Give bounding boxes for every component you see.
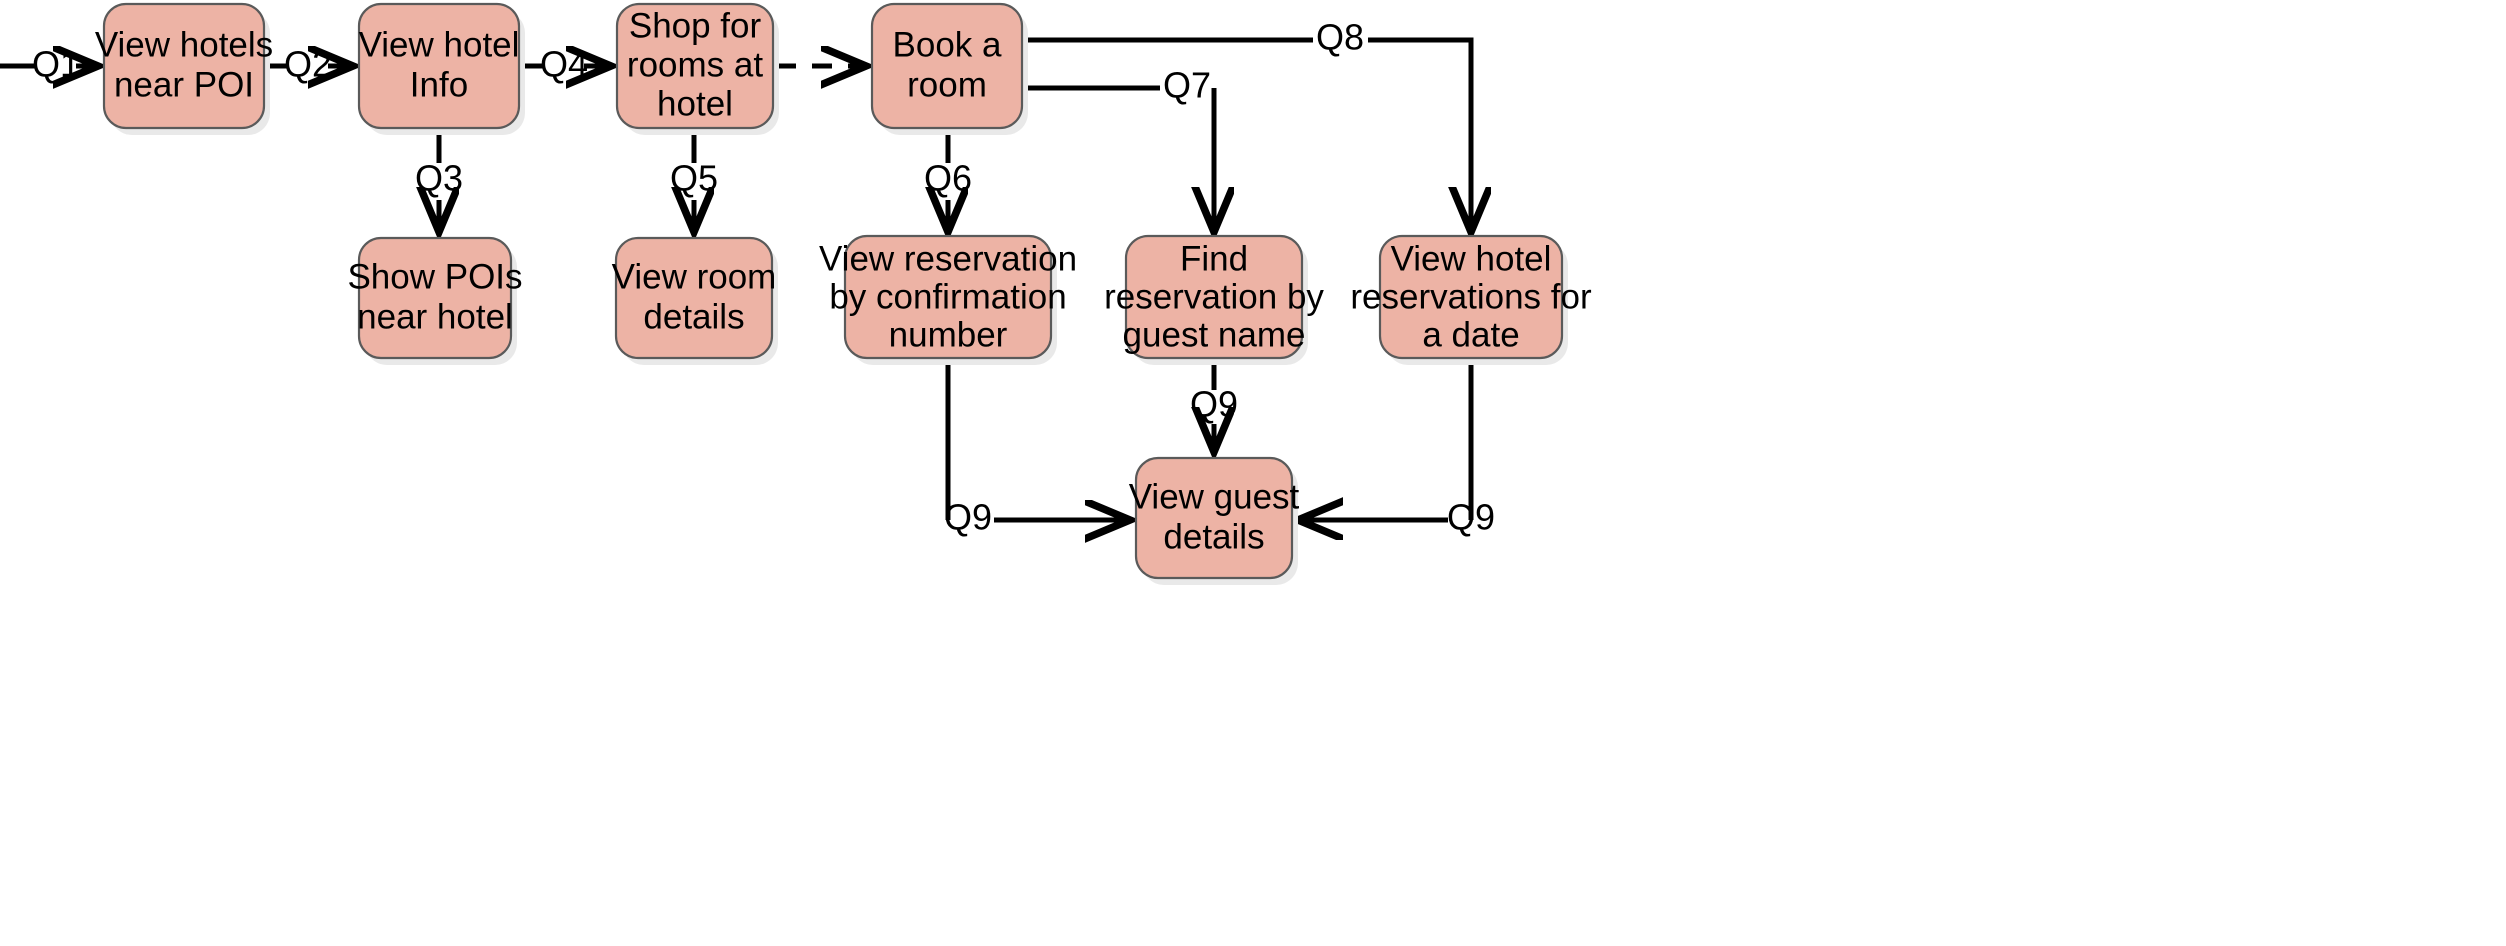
node-label-line2: by confirmation xyxy=(829,277,1066,316)
edge-q4: Q4 xyxy=(522,44,609,85)
edge-label-q5: Q5 xyxy=(670,158,718,199)
node-body xyxy=(102,2,266,130)
node-body xyxy=(843,234,1053,360)
edge-q2: Q2 xyxy=(265,44,351,85)
edge-q6: Q6 xyxy=(924,129,972,230)
edge-label-q4: Q4 xyxy=(540,44,588,85)
node-body xyxy=(1378,234,1564,360)
node-label-line3: guest name xyxy=(1123,315,1306,354)
edge-q9c: Q9 xyxy=(1300,359,1495,538)
node-find-reservation-by-guest-name[interactable]: Find reservation by guest name xyxy=(1104,234,1324,365)
node-view-room-details[interactable]: View room details xyxy=(612,236,778,365)
node-label-line2: near POI xyxy=(114,65,254,104)
node-body xyxy=(614,236,774,360)
edge-q9a: Q9 xyxy=(944,359,1128,538)
node-label-line2: near hotel xyxy=(357,297,513,336)
edge-label-q6: Q6 xyxy=(924,158,972,199)
node-body xyxy=(870,2,1024,130)
node-label-line1: Find xyxy=(1180,239,1248,278)
node-show-pois-near-hotel[interactable]: Show POIs near hotel xyxy=(347,236,523,365)
node-label-line3: a date xyxy=(1422,315,1519,354)
node-label-line1: Book a xyxy=(893,25,1002,64)
node-label-line1: View hotel xyxy=(359,25,520,64)
node-label-line1: Show POIs xyxy=(347,257,522,296)
node-label-line2: reservation by xyxy=(1104,277,1324,316)
node-body xyxy=(357,2,521,130)
node-book-a-room[interactable]: Book a room xyxy=(870,2,1028,135)
node-label-line3: number xyxy=(889,315,1008,354)
edge-q5: Q5 xyxy=(670,129,718,230)
node-label-line2: Info xyxy=(410,65,468,104)
node-label-line1: Shop for xyxy=(629,6,762,45)
node-label-line1: View guest xyxy=(1129,477,1300,516)
node-view-hotels-near-poi[interactable]: View hotels near POI xyxy=(95,2,273,135)
node-view-hotel-info[interactable]: View hotel Info xyxy=(357,2,525,135)
node-label-line2: reservations for xyxy=(1350,277,1592,316)
node-body xyxy=(357,236,513,360)
node-shop-for-rooms-at-hotel[interactable]: Shop for rooms at hotel xyxy=(615,2,779,135)
edge-label-q8: Q8 xyxy=(1316,17,1364,58)
edge-label-q9b: Q9 xyxy=(1190,384,1238,425)
edge-q1: Q1 xyxy=(0,44,96,85)
node-label-line3: hotel xyxy=(657,84,733,123)
node-label-line1: View reservation xyxy=(819,239,1077,278)
edge-label-q2: Q2 xyxy=(284,44,332,85)
edge-q3: Q3 xyxy=(415,129,463,230)
node-body xyxy=(615,2,775,130)
node-body xyxy=(1134,456,1294,580)
node-label-line1: View room xyxy=(612,257,777,296)
edge-q7: Q7 xyxy=(1023,65,1214,230)
node-view-guest-details[interactable]: View guest details xyxy=(1129,456,1300,585)
node-label-line2: room xyxy=(907,65,987,104)
node-label-line1: View hotels xyxy=(95,25,273,64)
edge-label-q3: Q3 xyxy=(415,158,463,199)
node-view-hotel-reservations-for-a-date[interactable]: View hotel reservations for a date xyxy=(1350,234,1592,365)
node-body xyxy=(1124,234,1304,360)
node-view-reservation-by-confirmation-number[interactable]: View reservation by confirmation number xyxy=(819,234,1077,365)
edge-q8: Q8 xyxy=(1023,17,1471,230)
node-label-line2: details xyxy=(643,297,744,336)
node-label-line2: rooms at xyxy=(627,45,763,84)
node-label-line2: details xyxy=(1163,517,1264,556)
edge-label-q9a: Q9 xyxy=(944,497,992,538)
edge-label-q1: Q1 xyxy=(32,44,80,85)
node-label-line1: View hotel xyxy=(1391,239,1552,278)
edge-label-q9c: Q9 xyxy=(1447,497,1495,538)
edge-q9b: Q9 xyxy=(1190,359,1238,450)
edge-label-q7: Q7 xyxy=(1163,65,1211,106)
